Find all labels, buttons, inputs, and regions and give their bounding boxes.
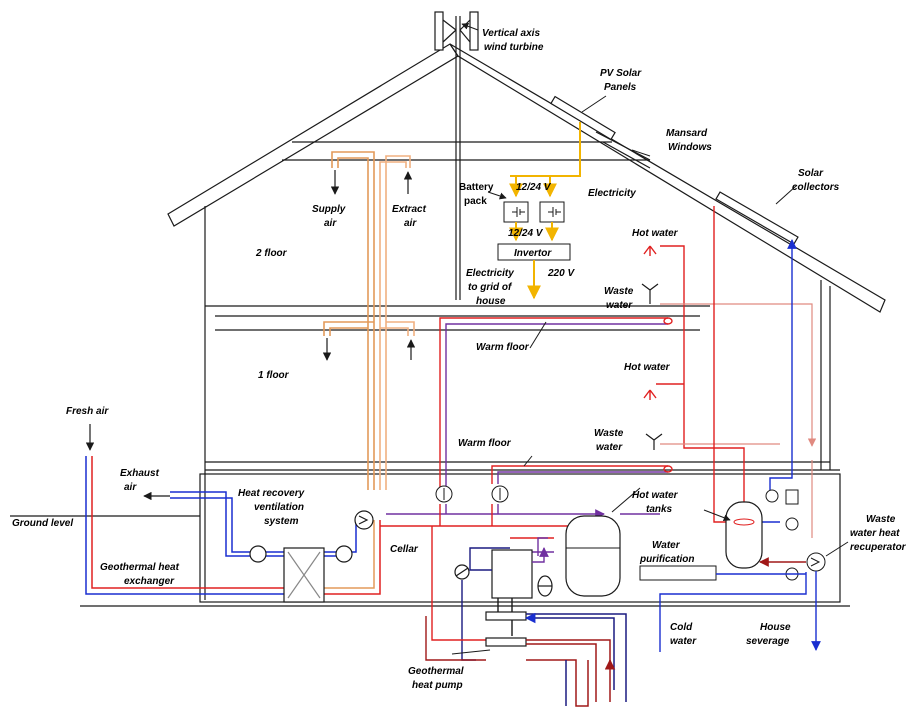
voltage-bottom-label: 12/24 V (508, 228, 544, 239)
hot-water-tanks-label-2: tanks (646, 504, 673, 515)
geothermal-pump-label-2: heat pump (412, 680, 463, 691)
wind-turbine-label-1: Vertical axis (482, 28, 540, 39)
waste-water-mid-label-1: Waste (594, 428, 624, 439)
geothermal-pump-label-1: Geothermal (408, 666, 464, 677)
roof-right (449, 43, 886, 313)
wind-turbine-label-2: wind turbine (484, 42, 544, 53)
waste-water-top-label-2: water (606, 300, 633, 311)
cold-water-label-2: water (670, 636, 697, 647)
extract-air-label-2: air (404, 218, 417, 229)
ground-loop-pipes (524, 612, 627, 707)
labels: Vertical axis wind turbine PV Solar Pane… (12, 28, 907, 691)
electrical-system (487, 122, 581, 300)
pv-solar-panel (550, 95, 616, 141)
extract-air-label-1: Extract (392, 204, 427, 215)
hot-water-tanks-label-1: Hot water (632, 490, 679, 501)
vent-arrows (85, 170, 416, 501)
ventilation-ducts (323, 151, 415, 490)
heat-pump-pipes (425, 526, 549, 661)
wind-turbine (434, 11, 479, 300)
water-purification-box (639, 565, 717, 581)
heat-recovery-label-3: system (264, 516, 299, 527)
electricity-grid-label-1: Electricity (466, 268, 514, 279)
battery-label-1: Battery (459, 182, 494, 193)
warm-floor-bottom-label: Warm floor (458, 438, 512, 449)
ground-loop (485, 611, 527, 647)
waste-water-top-label-1: Waste (604, 286, 634, 297)
voltage-220-label: 220 V (547, 268, 575, 279)
heat-recovery-label-1: Heat recovery (238, 488, 305, 499)
electricity-label: Electricity (588, 188, 636, 199)
solar-collectors-label-2: collectors (792, 182, 840, 193)
recuperator-label-2: water heat (850, 528, 900, 539)
hot-water-mid-label: Hot water (624, 362, 671, 373)
voltage-top-label: 12/24 V (516, 182, 552, 193)
exhaust-air-label-1: Exhaust (120, 468, 160, 479)
fan-left (249, 545, 267, 563)
fan-right (335, 545, 353, 563)
mansard-label-2: Windows (668, 142, 712, 153)
ground-level-label: Ground level (12, 518, 73, 529)
water-purification-label-1: Water (652, 540, 681, 551)
label-leaders (451, 22, 849, 655)
house-severage-label-2: severage (746, 636, 790, 647)
solar-collectors-label-1: Solar (798, 168, 824, 179)
warm-floor-pipes (439, 317, 673, 488)
heat-exchanger-coil (354, 510, 374, 530)
roof-left (167, 43, 459, 227)
hot-water-risers (643, 245, 745, 546)
invertor-label: Invertor (514, 248, 552, 259)
heat-recovery-label-2: ventilation (254, 502, 304, 513)
mansard-label-1: Mansard (666, 128, 708, 139)
pv-panels-label-2: Panels (604, 82, 637, 93)
floor-2-label: 2 floor (255, 248, 288, 259)
fresh-air-label: Fresh air (66, 406, 109, 417)
geothermal-exchanger-pipes (85, 456, 381, 595)
recuperator (759, 489, 826, 651)
electricity-grid-label-3: house (476, 296, 506, 307)
cold-water-pipe (659, 572, 807, 652)
hot-water-top-label: Hot water (632, 228, 679, 239)
waste-water-lines (641, 283, 817, 538)
heat-pump-unit (454, 549, 553, 599)
waste-water-mid-label-2: water (596, 442, 623, 453)
house-severage-label-1: House (760, 622, 791, 633)
water-purification-label-2: purification (639, 554, 694, 565)
heat-recovery-unit (249, 510, 374, 603)
exhaust-air-label-2: air (124, 482, 137, 493)
solar-boiler-tank (725, 501, 763, 569)
house-structure (10, 43, 886, 607)
pv-panels-label-1: PV Solar (600, 68, 642, 79)
solar-collector-loop (713, 206, 797, 523)
battery-label-2: pack (464, 196, 487, 207)
warm-floor-top-label: Warm floor (476, 342, 530, 353)
electricity-grid-label-2: to grid of (468, 282, 513, 293)
supply-air-label-1: Supply (312, 204, 346, 215)
geothermal-exchanger-label-2: exchanger (124, 576, 175, 587)
cold-water-label-1: Cold (670, 622, 693, 633)
cellar-label: Cellar (390, 544, 419, 555)
supply-air-label-2: air (324, 218, 337, 229)
floor-1-label: 1 floor (258, 370, 290, 381)
recuperator-label-1: Waste (866, 514, 896, 525)
hot-water-tank (565, 515, 621, 597)
floor-pumps (435, 485, 509, 503)
recuperator-label-3: recuperator (850, 542, 907, 553)
geothermal-exchanger-label-1: Geothermal heat (100, 562, 180, 573)
